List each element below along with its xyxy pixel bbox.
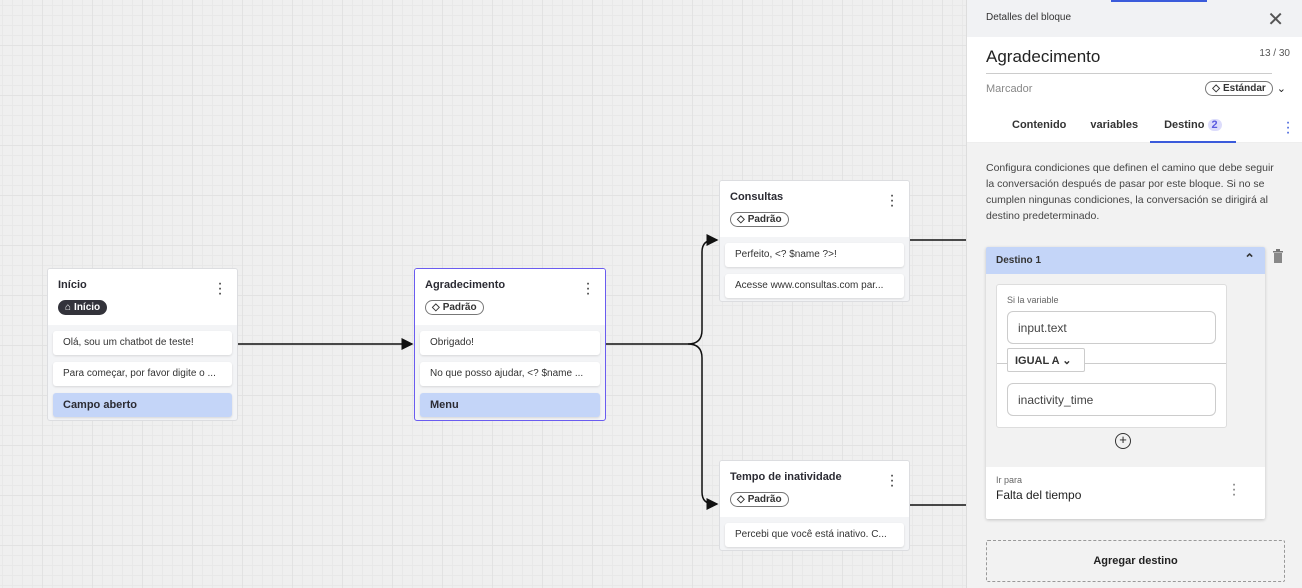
message-item[interactable]: Olá, sou um chatbot de teste! [53,331,232,355]
flow-canvas[interactable]: Início ··· ⌂Início Olá, sou um chatbot d… [0,0,966,588]
destination-title: Destino 1 [996,255,1042,266]
close-icon[interactable]: ✕ [1267,9,1284,31]
tab-bar: Contenido variables Destino 2 ··· [967,112,1302,143]
block-title: Tempo de inatividade [730,471,842,483]
more-options-icon[interactable]: ··· [889,187,895,214]
block-details-panel: Detalles del bloque ✕ Agradecimento 13 /… [966,0,1302,588]
panel-title: Detalles del bloque [986,12,1072,23]
block-title: Consultas [730,191,784,203]
tag-icon: ◇ [432,302,440,313]
message-item[interactable]: Perfeito, <? $name ?>! [725,243,904,267]
marker-label: Marcador [986,83,1033,95]
tab-variables[interactable]: variables [1090,119,1139,131]
block-name-input[interactable]: Agradecimento [986,47,1272,74]
chevron-up-icon[interactable]: ⌃ [1244,251,1255,266]
goto-label: Ir para [996,475,1023,485]
tab-badge: 2 [1207,119,1222,131]
marker-value: Estándar [1222,83,1266,94]
block-inicio[interactable]: Início ··· ⌂Início Olá, sou um chatbot d… [47,268,238,421]
trash-icon[interactable] [1272,249,1284,263]
block-tag: ◇Padrão [730,212,789,227]
tab-label: Destino [1164,119,1205,131]
if-variable-label: Si la variable [1007,295,1059,305]
goto-value: Falta del tiempo [996,488,1082,502]
tag-label: Padrão [747,214,782,225]
message-item[interactable]: Percebi que você está inativo. C... [725,523,904,547]
message-item[interactable]: No que posso ajudar, <? $name ... [420,362,600,386]
value-input[interactable]: inactivity_time [1007,383,1216,416]
more-options-icon[interactable]: ··· [585,275,591,302]
operator-value: IGUAL A [1015,355,1060,367]
tag-icon: ◇ [1212,83,1220,94]
chevron-down-icon: ⌄ [1062,355,1072,367]
input-item[interactable]: Menu [420,393,600,417]
block-tempo-de-inatividade[interactable]: Tempo de inatividade ··· ◇Padrão Percebi… [719,460,910,551]
marker-select[interactable]: ◇Estándar ⌄ [1205,81,1286,96]
variable-input[interactable]: input.text [1007,311,1216,344]
condition-box: Si la variable input.text IGUAL A ⌄ inac… [996,284,1227,428]
message-item[interactable]: Obrigado! [420,331,600,355]
tag-label: Padrão [747,494,782,505]
block-tag: ⌂Início [58,300,108,315]
input-item[interactable]: Campo aberto [53,393,232,417]
more-options-icon[interactable]: ··· [217,275,223,302]
tag-icon: ◇ [737,494,745,505]
message-item[interactable]: Para começar, por favor digite o ... [53,362,232,386]
tag-label: Padrão [442,302,477,313]
block-agradecimento[interactable]: Agradecimento ··· ◇Padrão Obrigado! No q… [414,268,606,421]
tab-contenido[interactable]: Contenido [1012,119,1067,131]
tab-destino[interactable]: Destino 2 [1150,112,1236,143]
add-condition-icon[interactable]: + [1115,433,1131,449]
connection-agradecimento-tempo [687,343,719,510]
add-destination-button[interactable]: Agregar destino [986,540,1285,582]
block-consultas[interactable]: Consultas ··· ◇Padrão Perfeito, <? $name… [719,180,910,302]
home-icon: ⌂ [65,302,72,313]
more-options-icon[interactable]: ··· [1285,114,1291,141]
block-tag: ◇Padrão [730,492,789,507]
block-title: Início [58,279,87,291]
block-tag: ◇Padrão [425,300,484,315]
connection-agradecimento-consultas [606,234,719,345]
destination-description: Configura condiciones que definen el cam… [986,162,1274,222]
more-options-icon[interactable]: ··· [1231,476,1237,503]
more-options-icon[interactable]: ··· [889,467,895,494]
block-title: Agradecimento [425,279,506,291]
destination-card: Destino 1 ⌃ Si la variable input.text IGU… [986,247,1265,519]
tag-label: Início [74,302,101,313]
operator-select[interactable]: IGUAL A ⌄ [1007,348,1085,372]
goto-section[interactable]: Ir para Falta del tiempo ··· [986,467,1265,519]
chevron-down-icon: ⌄ [1276,83,1286,95]
connections [238,234,966,510]
message-item[interactable]: Acesse www.consultas.com par... [725,274,904,298]
tag-icon: ◇ [737,214,745,225]
destination-header[interactable]: Destino 1 ⌃ [986,247,1265,274]
char-count: 13 / 30 [1259,48,1290,59]
